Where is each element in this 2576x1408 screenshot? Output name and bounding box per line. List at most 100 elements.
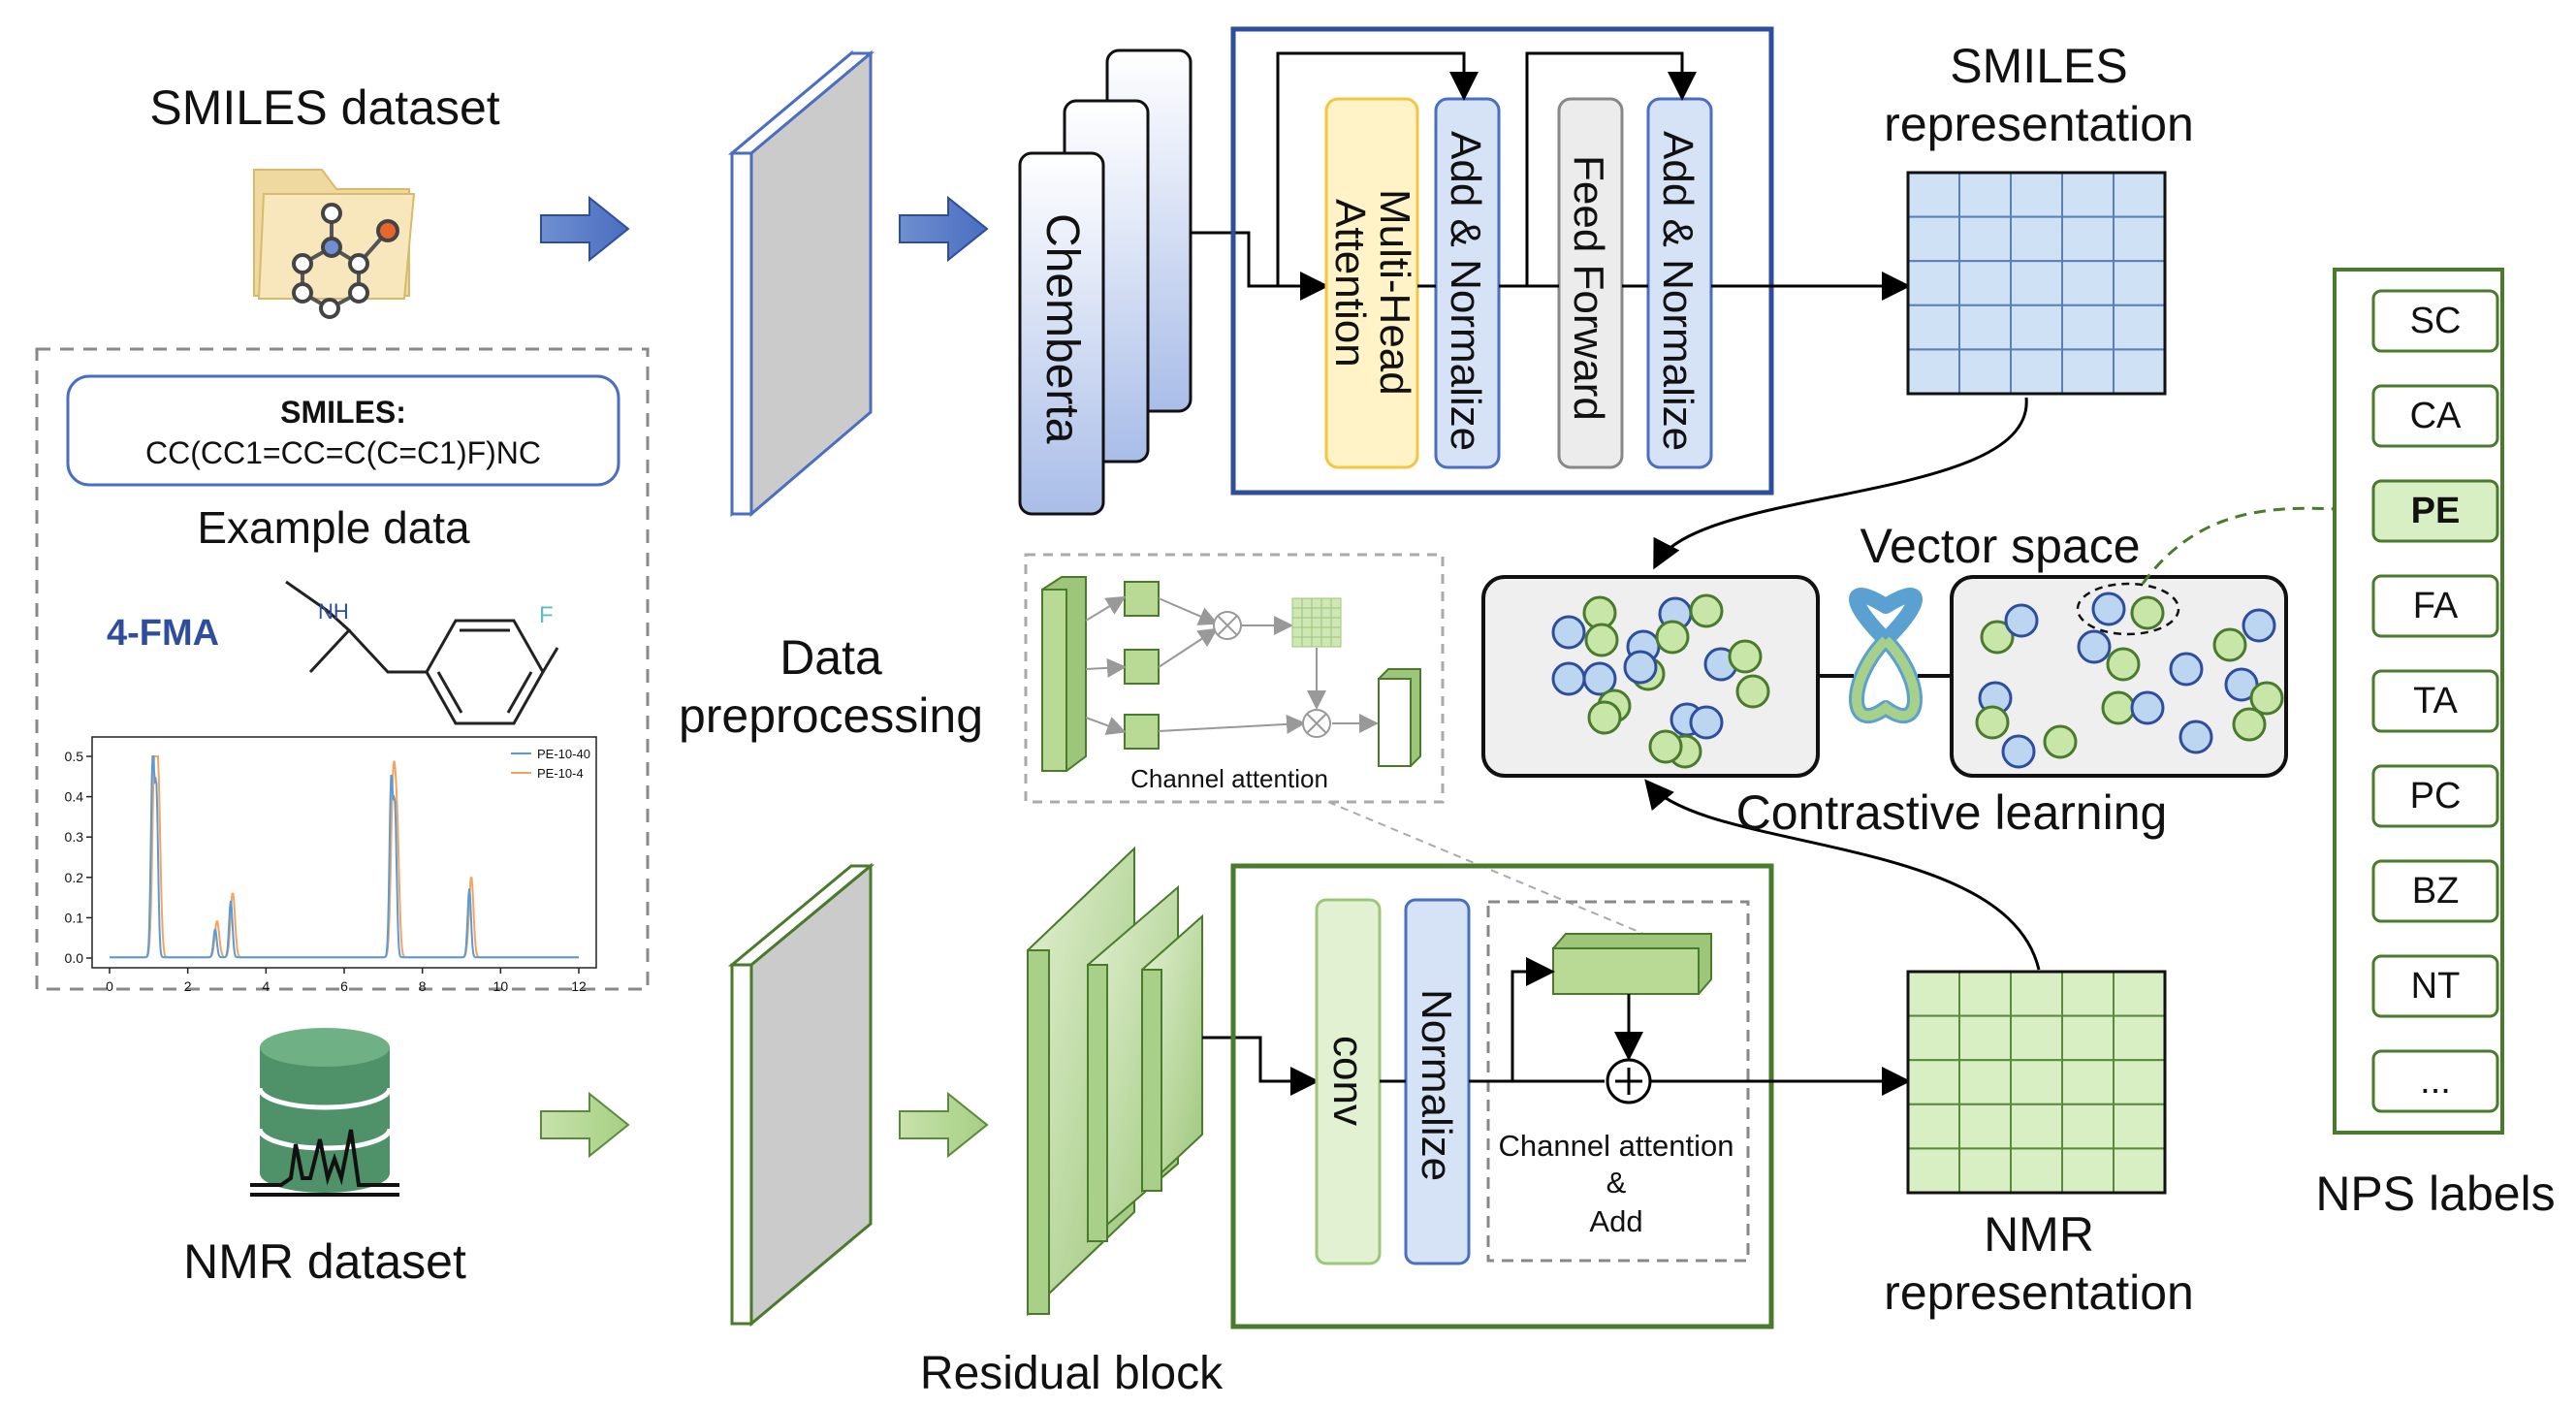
- chemberta-stack: [1018, 48, 1193, 516]
- nmr-grid-cell: [2010, 1103, 2063, 1150]
- add-operator-icon: [1606, 1058, 1652, 1104]
- smiles-grid-cell: [2113, 172, 2166, 218]
- nmr-grid-cell: [2061, 1103, 2115, 1150]
- nmr-grid-cell: [2010, 971, 2063, 1017]
- spectrum-y-tick-label: 0.4: [65, 789, 84, 805]
- nmr-embedding-point: [2106, 647, 2141, 682]
- example-data-caption: Example data: [197, 502, 470, 553]
- smiles-embedding-point: [1623, 650, 1658, 685]
- spectrum-y-tick-label: 0.0: [65, 950, 84, 966]
- smiles-embedding-point: [2001, 734, 2036, 769]
- nmr-grid-cell: [1907, 1014, 1960, 1062]
- smiles-grid-cell: [1958, 348, 2012, 395]
- chemberta-label: Chemberta: [1036, 213, 1088, 444]
- nps-label-box-bz: [2371, 859, 2499, 923]
- channel-attention-diagram: [1041, 576, 1421, 772]
- nmr-grid-cell: [1958, 1014, 2012, 1062]
- smiles-to-chemberta-arrow: [899, 195, 989, 263]
- residual-module-box: [1230, 863, 1774, 1329]
- skip-connection-1: [1276, 51, 1479, 286]
- spectrum-frame: [91, 736, 597, 969]
- nmr-grid-cell: [1907, 971, 1960, 1017]
- smiles-embedding-point: [2130, 690, 2165, 725]
- nps-label-box-fa: [2371, 574, 2499, 638]
- spectrum-x-tick-label: 8: [419, 978, 427, 994]
- data-preprocessing-label-1: Data: [779, 630, 882, 685]
- nmr-embedding-point: [1975, 705, 2010, 740]
- conv-label: conv: [1324, 1036, 1372, 1126]
- smiles-preprocess-slab: [727, 49, 875, 518]
- nps-label-ca: CA: [2410, 396, 2462, 436]
- nmr-grid-cell: [2113, 1103, 2166, 1150]
- smiles-grid-cell: [1907, 348, 1960, 395]
- attention-label-1: Multi-Head: [1371, 189, 1418, 396]
- nps-label-box-ta: [2371, 669, 2499, 733]
- nmr-grid-cell: [1958, 971, 2012, 1017]
- nmr-embedding-point: [2043, 724, 2078, 759]
- spectrum-y-tick-label: 0.1: [65, 910, 84, 925]
- smiles-grid-cell: [2113, 260, 2166, 306]
- nmr-embedding-point: [1584, 623, 1619, 657]
- molecule-structure: [285, 580, 559, 725]
- feed-forward-box: [1557, 97, 1624, 469]
- nps-labels-list: SCCAPEFATAPCBZNT...: [2371, 289, 2499, 1113]
- infinity-icon: [1849, 588, 1923, 723]
- database-icon: [250, 1028, 399, 1197]
- vector-space-label: Vector space: [1860, 519, 2140, 573]
- spectrum-y-tick-label: 0.2: [65, 870, 84, 885]
- smiles-grid-cell: [2113, 304, 2166, 351]
- spectrum-x-tick-label: 6: [340, 978, 348, 994]
- smiles-grid-cell: [2010, 304, 2063, 351]
- nmr-preprocess-slab: [727, 862, 875, 1328]
- folder-molecule-icon: [253, 169, 416, 319]
- smiles-example-value: CC(CC1=CC=C(C=C1)F)NC: [145, 435, 541, 470]
- nmr-grid-cell: [2061, 1147, 2115, 1195]
- spectrum-x-tick-label: 0: [106, 978, 113, 994]
- smiles-embedding-point: [2077, 629, 2112, 664]
- spectrum-y-tick-label: 0.3: [65, 829, 84, 845]
- nmr-grid-border: [1906, 970, 2167, 1195]
- attention-box: [1324, 97, 1419, 469]
- smiles-repr-label-2: representation: [1884, 97, 2194, 151]
- spectrum-x-tick-label: 10: [493, 978, 509, 994]
- smiles-representation-grid: [1906, 171, 2167, 396]
- nmr-embedding-point: [1689, 593, 1724, 628]
- smiles-example-box: [66, 374, 620, 487]
- smiles-repr-label-1: SMILES: [1950, 39, 2127, 93]
- smiles-input-arrow: [540, 195, 630, 263]
- smiles-embedding-point: [2242, 608, 2276, 643]
- smiles-embedding-point: [1551, 615, 1586, 650]
- nmr-repr-label-1: NMR: [1984, 1207, 2094, 1262]
- nh-atom-label: NH: [318, 599, 349, 624]
- selected-pair-ring: [2076, 582, 2180, 636]
- nmr-grid-cell: [1907, 1147, 1960, 1195]
- channel-attention-inset: [1024, 553, 1445, 804]
- spectrum-y-tick-label: 0.5: [65, 749, 84, 764]
- smiles-embedding-point: [2169, 652, 2204, 687]
- nmr-embedding-point: [1980, 620, 2015, 655]
- nmr-grid-cell: [2010, 1059, 2063, 1105]
- smiles-grid-cell: [1907, 172, 1960, 218]
- nmr-embedding-point: [1648, 729, 1683, 764]
- smiles-grid-cell: [2010, 215, 2063, 263]
- residual-block-stack: [1027, 846, 1203, 1317]
- smiles-grid-cell: [2061, 304, 2115, 351]
- nmr-grid-cell: [2113, 971, 2166, 1017]
- add-norm-label-2: Add & Normalize: [1654, 131, 1701, 451]
- smiles-grid-cell: [1958, 304, 2012, 351]
- channel-attention-block: [1552, 933, 1712, 995]
- smiles-grid-cell: [1958, 260, 2012, 306]
- nmr-grid-cell: [2113, 1147, 2166, 1195]
- ca-branch-arrow: [1511, 957, 1555, 1081]
- nmr-grid-cell: [2010, 1014, 2063, 1062]
- smiles-grid-cell: [1907, 215, 1960, 263]
- nmr-embedding-point: [2232, 707, 2267, 742]
- smiles-example-title: SMILES:: [280, 395, 406, 430]
- nps-label-more: ...: [2420, 1061, 2451, 1102]
- nps-label-box-sc: [2371, 289, 2499, 353]
- nps-label-pe: PE: [2411, 491, 2461, 531]
- embedding-points-right: [1975, 592, 2284, 769]
- nmr-embedding-point: [2101, 690, 2136, 725]
